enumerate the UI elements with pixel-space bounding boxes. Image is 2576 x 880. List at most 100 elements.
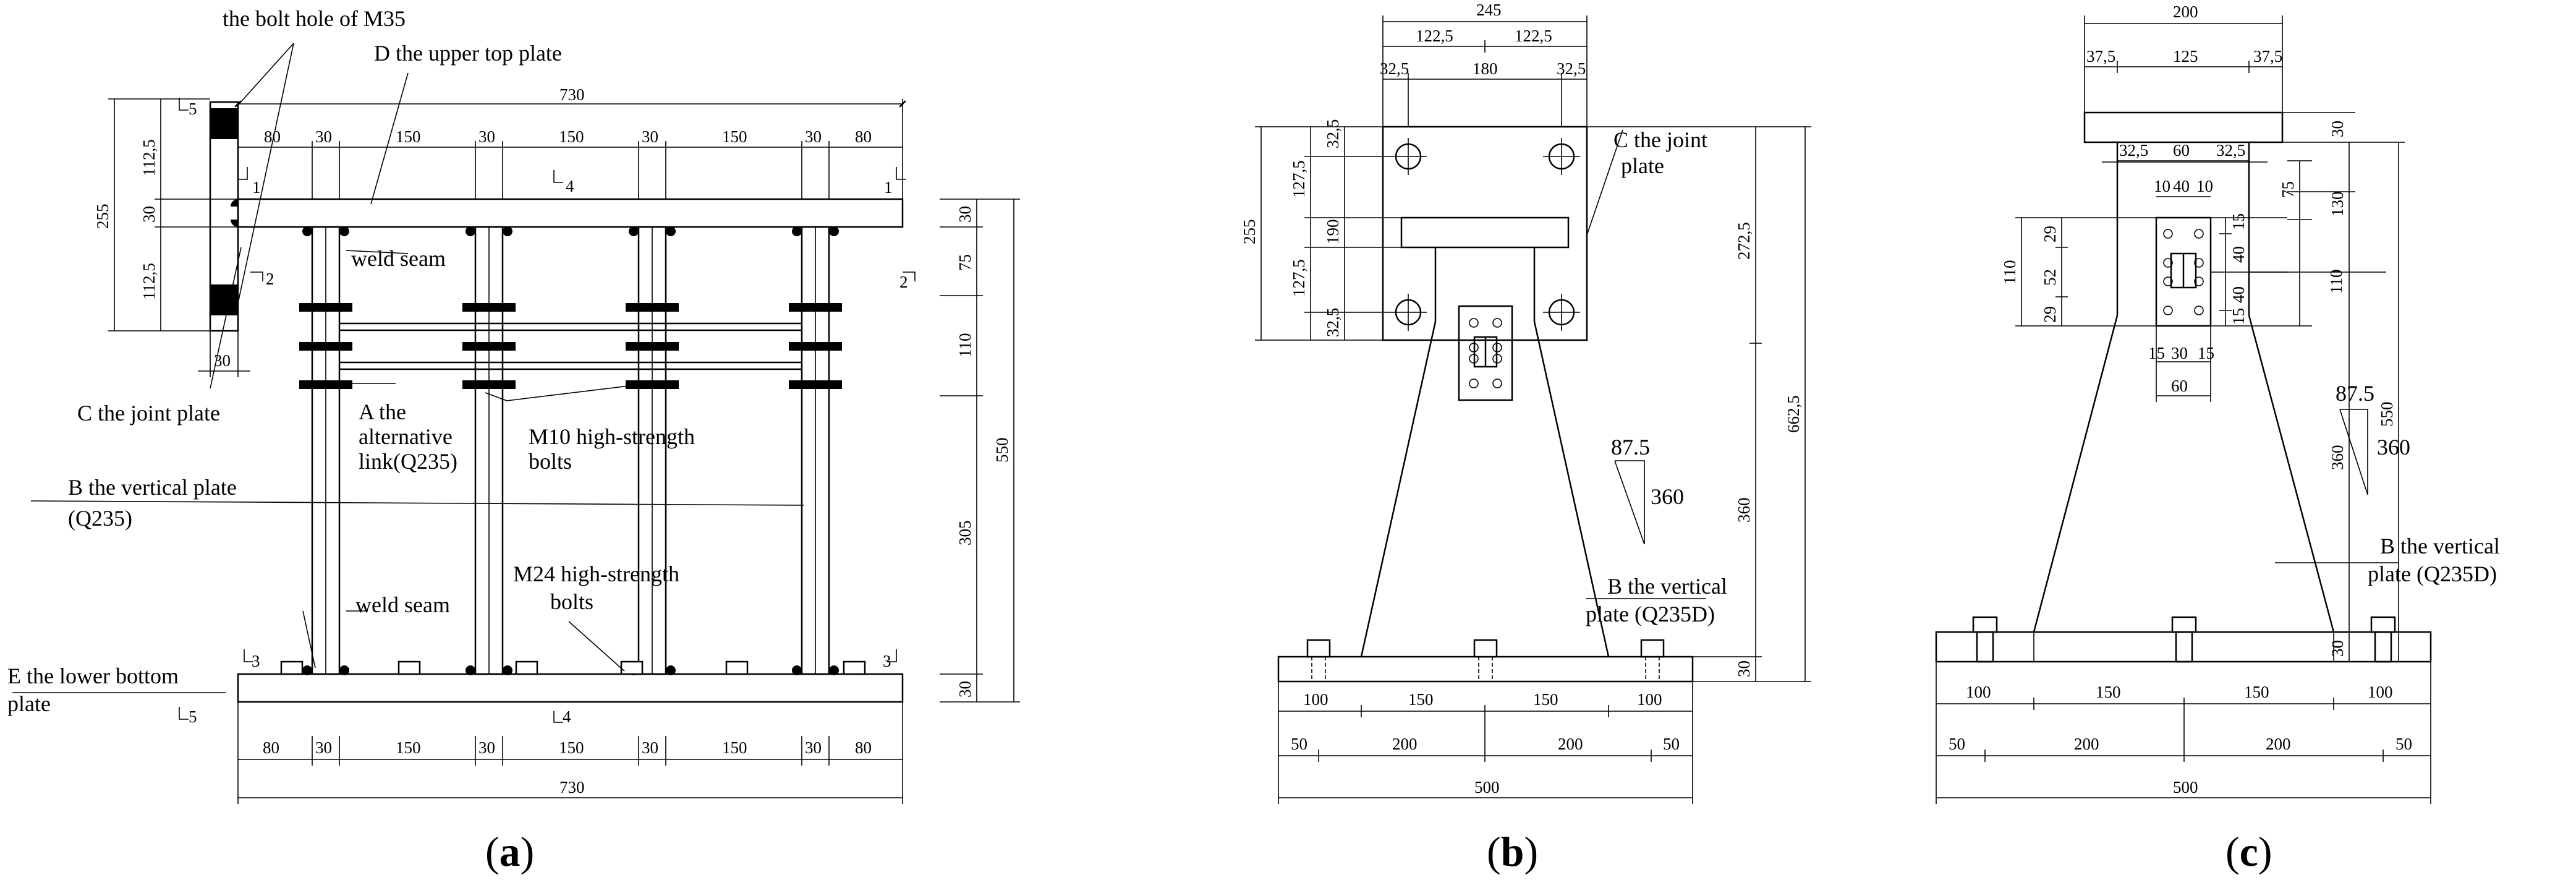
bottom-dimensions-b: 100 150 150 100 50 200 200 50 500 xyxy=(1278,681,1693,804)
dim-c-right-inner: 75 xyxy=(2279,181,2297,198)
section-1-right: 1 xyxy=(884,178,893,197)
dim-total-bottom: 730 xyxy=(559,778,585,797)
label-lower-plate: plate xyxy=(7,691,51,716)
dim-b-bottom: 100 xyxy=(1303,690,1328,709)
label-bolt-hole: the bolt hole of M35 xyxy=(223,6,406,31)
anchor-bolts-c xyxy=(1972,616,2396,663)
vertical-plates xyxy=(311,226,830,675)
dim-c-bottom: 150 xyxy=(2244,683,2269,701)
dim-b-seg: 180 xyxy=(1473,59,1498,78)
dim-b-left-seg: 32,5 xyxy=(1324,119,1342,148)
right-dimensions-b: 272,5 360 30 662,5 xyxy=(1587,126,1811,682)
caption-c: (c) xyxy=(2225,828,2272,875)
dim-c-left-seg: 29 xyxy=(2041,226,2059,242)
dim-b-bottom: 200 xyxy=(1392,735,1418,753)
dim-c-right-inner: 110 xyxy=(2327,270,2345,294)
dim-c-right-seg: 360 xyxy=(2328,445,2347,471)
section-4-bottom: 4 xyxy=(563,707,571,726)
dim-top-seg: 30 xyxy=(315,127,332,146)
upper-top-plate xyxy=(237,198,904,228)
dim-c-bottom: 50 xyxy=(1949,735,1965,753)
link-detail-b xyxy=(1458,305,1513,401)
dim-c-inner-top: 40 xyxy=(2173,177,2190,195)
dim-c-plate-seg: 60 xyxy=(2173,141,2190,160)
dim-c-left-seg: 29 xyxy=(2041,306,2059,323)
dim-top-seg: 80 xyxy=(855,127,872,146)
dim-c-top-seg: 125 xyxy=(2173,47,2198,66)
dim-bottom-seg: 150 xyxy=(722,738,747,757)
dim-c-inner-bottom: 15 xyxy=(2148,344,2165,362)
upper-plate-c xyxy=(2083,111,2284,143)
top-dimensions-c: 200 37,5 125 37,5 32,5 60 32,5 10 40 10 xyxy=(2084,2,2283,197)
link-bolts-b xyxy=(1469,318,1502,388)
section-3-right: 3 xyxy=(883,652,891,670)
section-2-right: 2 xyxy=(899,273,908,291)
bottom-dimensions: 80 30 150 30 150 30 150 30 80 730 xyxy=(237,702,903,804)
flange-bar-b xyxy=(1400,216,1570,249)
m24-bolts xyxy=(280,660,866,675)
bolt-hole-lower xyxy=(210,284,238,315)
dim-c-top-total: 200 xyxy=(2173,2,2198,21)
dim-c-bottom: 200 xyxy=(2074,735,2099,753)
dim-top-seg: 30 xyxy=(478,127,495,146)
panel-c: 87.5 360 B the vertical plate (Q235D) 20… xyxy=(1935,2,2500,875)
m10-bolts xyxy=(299,303,842,389)
dim-b-bottom-total: 500 xyxy=(1474,778,1500,797)
label-link: A the xyxy=(359,399,406,424)
dim-b-seg: 32,5 xyxy=(1557,59,1586,78)
dim-c-top-seg: 37,5 xyxy=(2253,47,2282,66)
dim-c-left-total: 110 xyxy=(2000,260,2019,285)
dim-c-inner-bottom: 15 xyxy=(2198,344,2214,362)
label-m10-bolts: bolts xyxy=(529,449,572,474)
label-weld-top: weld seam xyxy=(351,246,446,271)
dim-top-seg: 150 xyxy=(559,127,584,146)
dim-bottom-seg: 30 xyxy=(642,738,658,757)
dim-c-right-total: 550 xyxy=(2378,402,2396,427)
top-dimensions-b: 245 122,5 122,5 32,5 180 32,5 xyxy=(1380,1,1588,127)
dim-c-inner-right: 15 xyxy=(2229,213,2248,230)
dim-left-seg: 112,5 xyxy=(140,139,158,176)
dim-top-seg: 150 xyxy=(722,127,747,146)
dim-c-bottom: 100 xyxy=(1966,683,1991,701)
dim-b-bottom: 50 xyxy=(1291,735,1307,753)
leaders-a xyxy=(12,43,804,693)
label-vertical-c: plate (Q235D) xyxy=(2368,562,2497,586)
label-vertical-plate: B the vertical plate xyxy=(68,475,237,500)
dim-b-left-seg: 127,5 xyxy=(1290,160,1308,198)
bottom-dimensions-c: 100 150 150 100 50 200 200 50 500 xyxy=(1936,662,2431,804)
dim-c-bottom: 100 xyxy=(2368,683,2393,701)
dim-c-plate-seg: 32,5 xyxy=(2119,141,2148,160)
label-vertical-b: plate (Q235D) xyxy=(1586,602,1715,626)
dim-b-bottom: 100 xyxy=(1637,690,1662,709)
section-1-left: 1 xyxy=(252,178,261,197)
dim-bottom-seg: 30 xyxy=(315,738,332,757)
dim-b-half: 122,5 xyxy=(1515,27,1552,45)
anchor-bolts-b xyxy=(1306,639,1665,681)
dim-b-left-total: 255 xyxy=(1240,220,1259,245)
dim-right-seg: 30 xyxy=(956,206,974,223)
right-dimensions-c: 75 110 30 130 360 30 550 xyxy=(2249,112,2405,662)
base-plate-c xyxy=(1935,631,2432,663)
dim-c-inner-bottom-total: 60 xyxy=(2171,377,2188,395)
dim-right-seg: 75 xyxy=(956,254,974,271)
dim-b-left-seg: 32,5 xyxy=(1324,308,1342,337)
label-m10-bolts: M10 high-strength xyxy=(529,424,695,449)
link-bolts-c xyxy=(2163,229,2204,315)
bolt-holes-b xyxy=(1390,138,1580,331)
dim-bottom-seg: 80 xyxy=(855,738,872,757)
slope-indicator-b xyxy=(1614,460,1645,545)
dim-b-bottom: 150 xyxy=(1533,690,1558,709)
label-joint-plate-b: C the joint xyxy=(1613,127,1707,152)
dim-c-inner-top: 10 xyxy=(2154,177,2170,195)
dim-b-top-total: 245 xyxy=(1476,1,1502,19)
dim-right-seg: 110 xyxy=(956,333,974,358)
dim-c-right-seg: 130 xyxy=(2328,192,2347,217)
label-lower-plate: E the lower bottom xyxy=(7,664,179,688)
panel-b: 87.5 360 C the joint plate B the vertica… xyxy=(1240,1,1811,875)
section-2-left: 2 xyxy=(266,270,274,288)
slope-indicator-c xyxy=(2339,409,2368,495)
dim-top-seg: 30 xyxy=(642,127,658,146)
dim-b-right-seg: 30 xyxy=(1735,660,1753,677)
dim-c-bottom: 50 xyxy=(2395,735,2412,753)
dim-b-right-seg: 272,5 xyxy=(1735,222,1753,260)
